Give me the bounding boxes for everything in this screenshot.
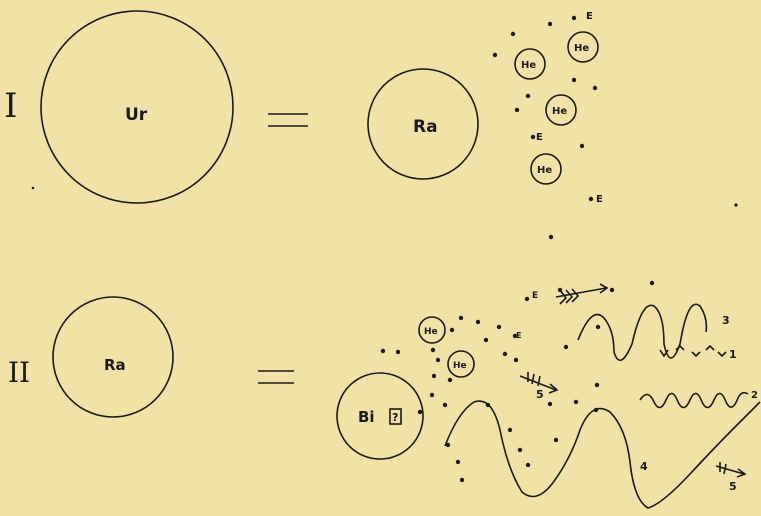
radium-circle-row2 bbox=[52, 296, 174, 418]
particle-dots bbox=[31, 15, 738, 483]
helium-circle bbox=[514, 48, 546, 80]
question-box bbox=[389, 408, 402, 425]
wave-1 bbox=[659, 344, 727, 358]
row1-numeral: I bbox=[4, 86, 17, 126]
electron-label: E bbox=[516, 331, 521, 340]
helium-label: He bbox=[424, 327, 438, 337]
helium-label: He bbox=[552, 106, 567, 117]
wave-label-3: 3 bbox=[722, 314, 730, 327]
wave-3 bbox=[577, 303, 708, 362]
radium-circle-row1 bbox=[367, 68, 479, 180]
helium-label: He bbox=[574, 43, 589, 54]
helium-label: He bbox=[537, 165, 552, 176]
bismuth-circle bbox=[336, 372, 424, 460]
electron-label: E bbox=[586, 11, 593, 22]
helium-circle bbox=[545, 94, 577, 126]
radium-label-row2: Ra bbox=[104, 356, 126, 374]
bismuth-question-mark: ? bbox=[392, 411, 398, 424]
uranium-circle bbox=[40, 10, 234, 204]
wave-label-4: 4 bbox=[640, 460, 648, 473]
wave-2 bbox=[639, 391, 749, 409]
helium-label: He bbox=[453, 361, 467, 371]
helium-label: He bbox=[521, 60, 536, 71]
wave-label-1: 1 bbox=[729, 348, 737, 361]
bismuth-label: Bi bbox=[358, 408, 375, 426]
uranium-label: Ur bbox=[125, 105, 148, 125]
helium-circle bbox=[418, 316, 446, 344]
helium-circle bbox=[530, 153, 562, 185]
helium-circle bbox=[567, 31, 599, 63]
electron-label: E bbox=[532, 291, 538, 301]
electron-label: E bbox=[596, 194, 603, 205]
ray-label-5: 5 bbox=[729, 480, 737, 493]
radium-label-row1: Ra bbox=[413, 117, 438, 137]
row2-numeral: II bbox=[8, 356, 30, 389]
wave-4 bbox=[444, 400, 761, 509]
wave-label-2: 2 bbox=[751, 390, 758, 401]
equals-sign-row2: = bbox=[275, 379, 276, 381]
helium-circle bbox=[447, 350, 475, 378]
electron-label: E bbox=[536, 132, 543, 143]
ray-label-5: 5 bbox=[536, 388, 544, 401]
